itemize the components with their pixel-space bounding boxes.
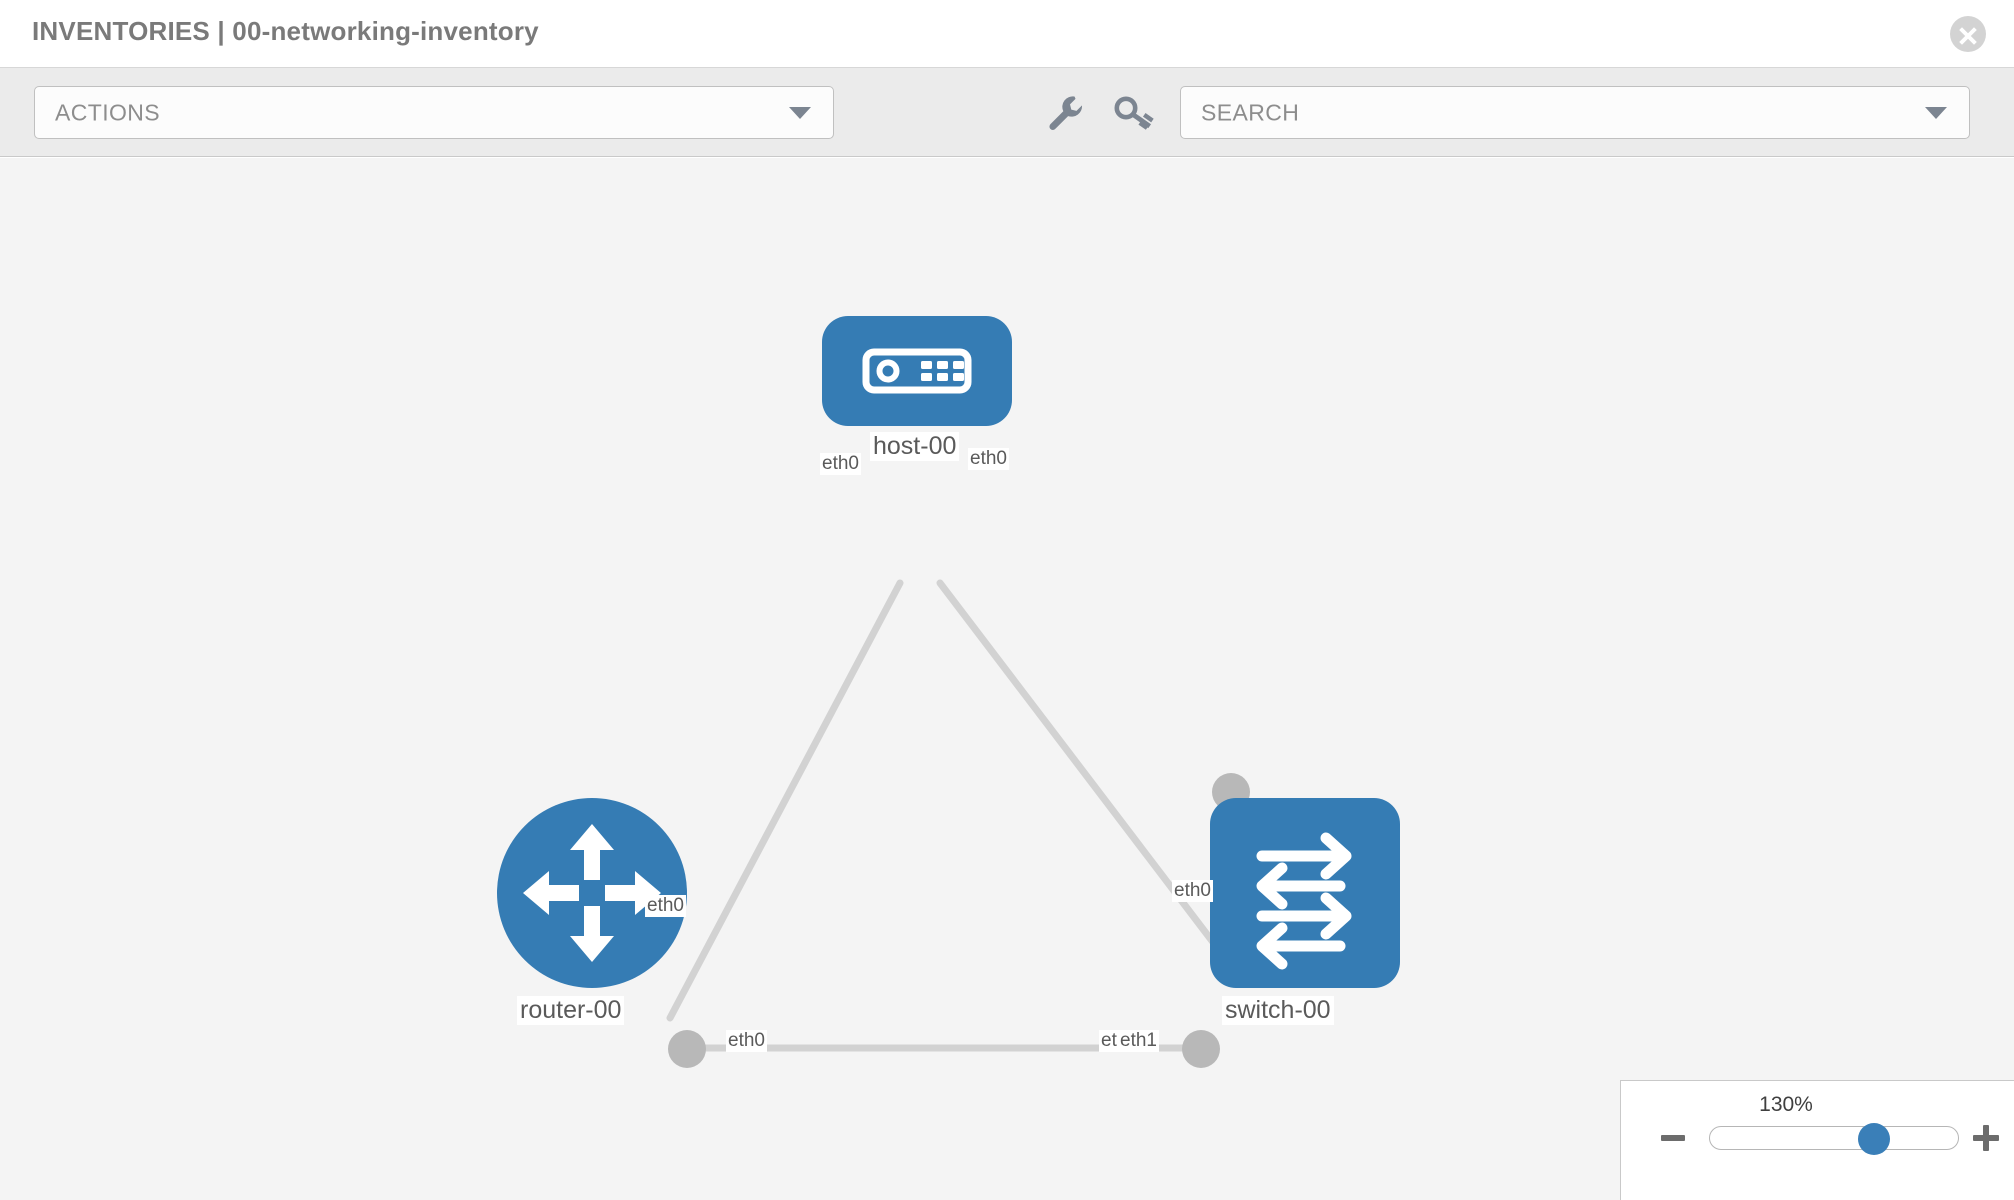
iface-label-host-right: eth0 xyxy=(968,448,1009,470)
iface-label-router-to-switch: eth0 xyxy=(726,1030,767,1052)
key-icon[interactable] xyxy=(1108,86,1160,138)
router-arrows-icon xyxy=(523,824,661,962)
iface-label-switch-to-host: eth0 xyxy=(1172,880,1213,902)
node-label-switch-00: switch-00 xyxy=(1222,996,1334,1025)
actions-dropdown[interactable]: ACTIONS xyxy=(34,86,834,139)
chevron-down-icon xyxy=(1925,106,1947,119)
zoom-control-panel: 130% xyxy=(1620,1080,2014,1200)
close-icon[interactable] xyxy=(1950,16,1986,52)
iface-label-switch-to-router-b: eth1 xyxy=(1118,1030,1159,1052)
iface-label-router-to-host: eth0 xyxy=(645,895,686,917)
router-node-shape xyxy=(497,798,687,988)
switch-arrows-icon xyxy=(1256,832,1352,970)
host-node-shape xyxy=(822,316,1012,426)
iface-label-host-left: eth0 xyxy=(820,453,861,475)
search-placeholder: SEARCH xyxy=(1201,99,1300,125)
server-icon xyxy=(862,348,972,394)
topology-links xyxy=(666,579,1229,1052)
zoom-level-label: 130% xyxy=(1759,1093,1813,1116)
zoom-slider-thumb[interactable] xyxy=(1858,1123,1890,1155)
node-label-router-00: router-00 xyxy=(517,996,625,1025)
node-host-00[interactable]: host-00 xyxy=(822,316,1012,516)
actions-dropdown-label: ACTIONS xyxy=(55,99,161,125)
switch-node-shape xyxy=(1210,798,1400,988)
zoom-in-button[interactable] xyxy=(1973,1125,1999,1151)
topology-canvas[interactable]: host-00 eth0 eth0 xyxy=(0,158,2014,1200)
connector-router-east xyxy=(668,1030,706,1068)
node-label-host-00: host-00 xyxy=(870,432,960,461)
header-bar: INVENTORIES | 00-networking-inventory xyxy=(0,0,2014,68)
toolbar: ACTIONS SEARCH xyxy=(0,68,2014,157)
node-switch-00[interactable]: switch-00 xyxy=(1210,798,1400,1028)
page-title: INVENTORIES | 00-networking-inventory xyxy=(32,16,539,46)
zoom-slider[interactable] xyxy=(1709,1123,1959,1155)
search-input[interactable]: SEARCH xyxy=(1180,86,1970,139)
link-router-host xyxy=(666,579,904,1022)
zoom-out-button[interactable] xyxy=(1661,1135,1685,1141)
chevron-down-icon xyxy=(789,106,811,119)
connector-switch-west xyxy=(1182,1030,1220,1068)
wrench-icon[interactable] xyxy=(1038,86,1090,138)
